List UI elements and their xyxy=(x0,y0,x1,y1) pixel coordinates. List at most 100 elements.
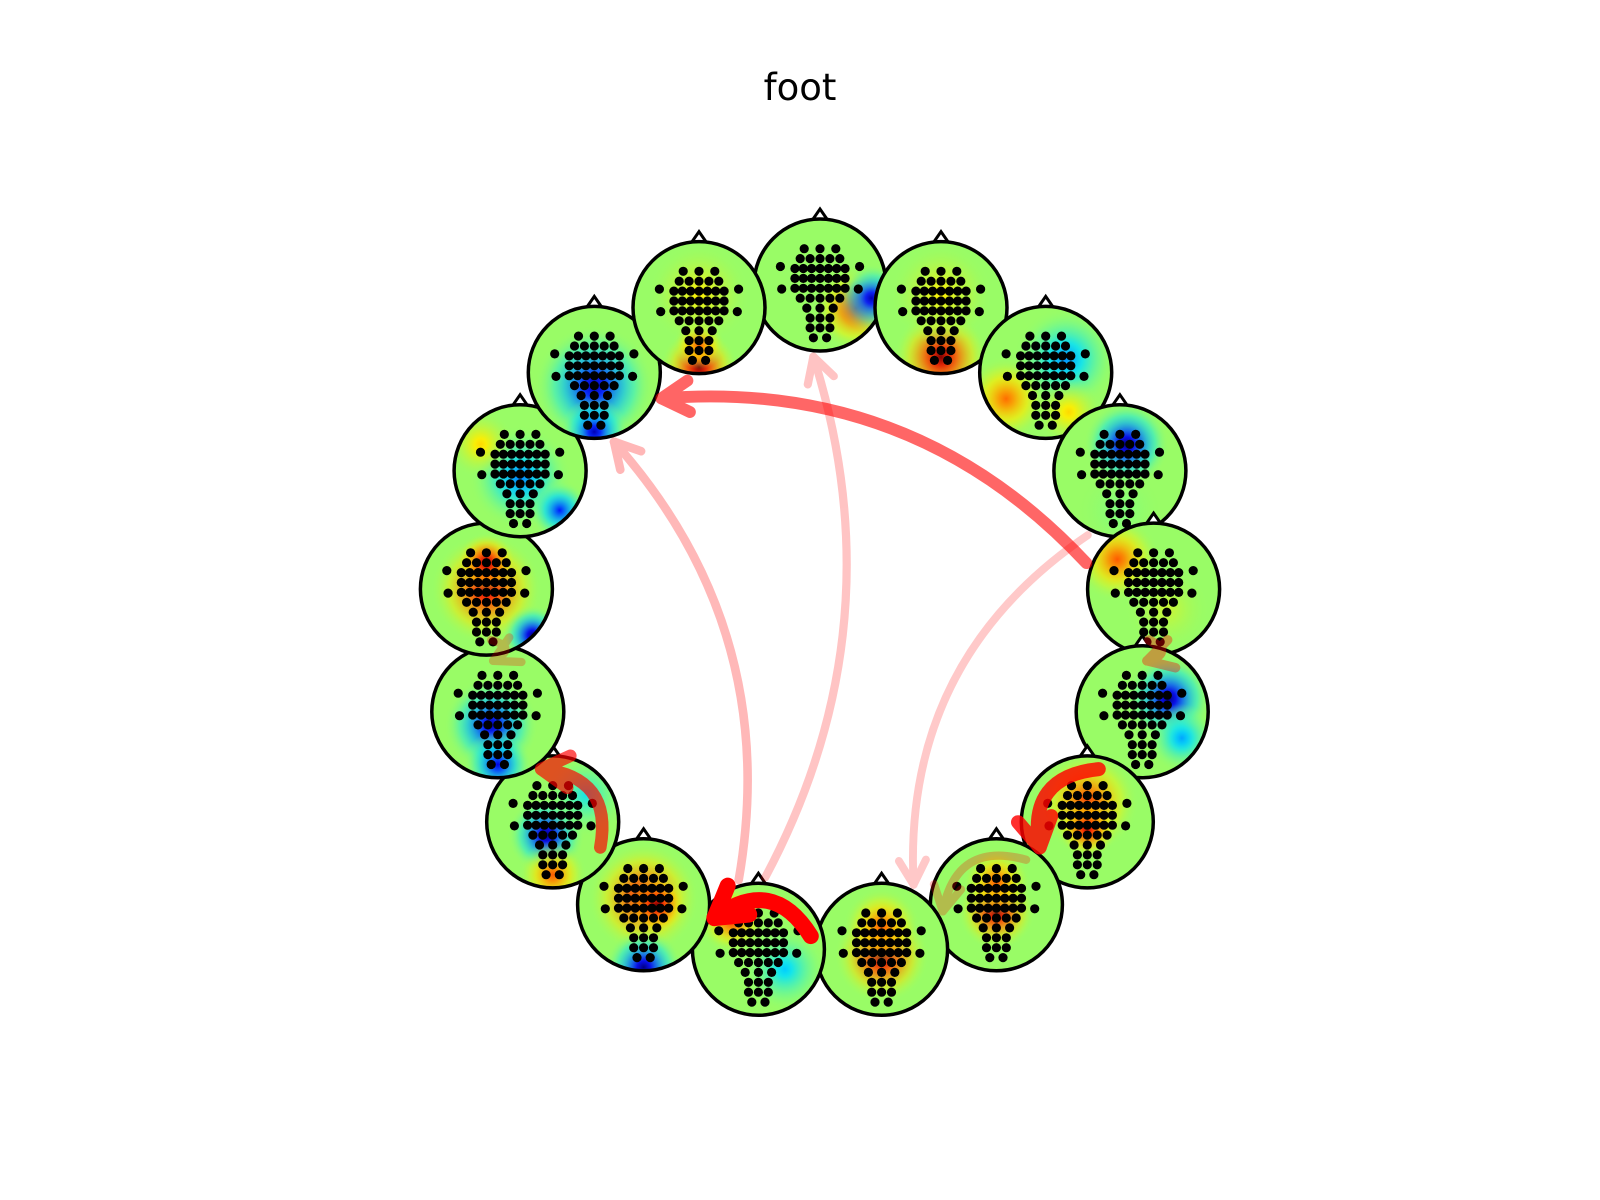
electrode-dot xyxy=(1057,351,1067,361)
electrode-dot xyxy=(493,750,503,760)
electrode-dot xyxy=(622,893,632,903)
electrode-dot xyxy=(815,254,825,264)
arrow-head xyxy=(534,749,577,795)
electrode-dot xyxy=(1125,509,1135,519)
electrode-dot xyxy=(473,680,483,690)
electrode-dot xyxy=(674,316,684,326)
electrode-dot xyxy=(498,469,508,479)
electrode-dot xyxy=(1140,469,1150,479)
electrode-dot xyxy=(798,283,808,293)
electrode-dot xyxy=(956,276,966,286)
electrode-dot xyxy=(1095,439,1105,449)
electrode-dot xyxy=(1110,588,1120,598)
electrode-dot xyxy=(1077,470,1087,480)
electrode-dot xyxy=(770,948,780,958)
electrode-dot xyxy=(807,283,817,293)
electrode-dot xyxy=(936,326,946,336)
electrode-dot xyxy=(753,967,763,977)
electrode-dot xyxy=(573,371,583,381)
electrode-dot xyxy=(902,938,912,948)
topography-blob xyxy=(741,926,825,1012)
electrode-dot xyxy=(531,820,541,830)
electrode-dot xyxy=(1153,470,1163,480)
electrode-dot xyxy=(564,371,574,381)
electrode-dot xyxy=(515,489,525,499)
electrode-dot xyxy=(456,577,466,588)
electrode-dot xyxy=(694,286,704,296)
electrode-dot xyxy=(481,607,491,617)
electrode-dot xyxy=(1072,790,1082,801)
electrode-dot xyxy=(767,967,777,977)
electrode-dot xyxy=(1139,617,1149,627)
electrode-dot xyxy=(528,790,538,801)
electrode-dot xyxy=(622,903,632,913)
electrode-dot xyxy=(518,710,528,720)
electrode-dot xyxy=(1132,459,1142,469)
electrode-dot xyxy=(466,548,476,558)
electrode-dot xyxy=(1074,800,1084,810)
electrode-dot xyxy=(1080,349,1090,359)
electrode-dot xyxy=(753,918,763,928)
electrode-dot xyxy=(1120,710,1131,720)
electrode-dot xyxy=(867,918,877,928)
electrode-dot xyxy=(1015,371,1026,381)
electrode-dot xyxy=(599,381,609,391)
electrode-dot xyxy=(1082,830,1092,840)
electrode-dot xyxy=(831,244,841,254)
electrode-dot xyxy=(773,918,783,928)
electrode-dot xyxy=(551,371,561,381)
electrode-dot xyxy=(1060,341,1071,351)
connection-arrow xyxy=(534,749,609,854)
electrode-dot xyxy=(920,266,930,276)
electrode-dot xyxy=(1155,637,1165,647)
electrode-dot xyxy=(753,948,763,958)
electrode-dot xyxy=(728,938,738,948)
electrode-dot xyxy=(885,938,895,948)
electrode-dot xyxy=(1137,730,1147,740)
electrode-dot xyxy=(1060,381,1071,391)
electrode-dot xyxy=(1066,800,1076,810)
electrode-dot xyxy=(753,957,763,968)
electrode-dot xyxy=(1162,700,1172,710)
electrode-dot xyxy=(762,928,772,938)
electrode-dot xyxy=(853,284,863,294)
electrode-dot xyxy=(952,881,962,891)
electrode-dot xyxy=(753,977,763,987)
electrode-dot xyxy=(1066,810,1076,820)
electrode-dot xyxy=(805,254,815,264)
electrode-dot xyxy=(1115,479,1125,489)
electrode-dot xyxy=(886,977,897,987)
electrode-dot xyxy=(807,263,817,274)
electrode-dot xyxy=(579,381,589,391)
electrode-dot xyxy=(1015,361,1026,371)
electrode-dot xyxy=(468,607,478,617)
electrode-dot xyxy=(762,948,772,958)
electrode-dot xyxy=(1112,700,1122,710)
electrode-dot xyxy=(484,710,494,720)
electrode-dot xyxy=(732,307,742,317)
electrode-dot xyxy=(639,893,649,903)
electrode-dot xyxy=(629,943,639,953)
electrode-dot xyxy=(1149,617,1159,627)
electrode-dot xyxy=(513,720,523,730)
electrode-dot xyxy=(613,883,624,893)
electrode-dot xyxy=(694,296,704,306)
electrode-dot xyxy=(1099,820,1109,830)
electrode-dot xyxy=(792,948,802,958)
electrode-dot xyxy=(600,904,610,914)
electrode-dot xyxy=(1066,371,1076,381)
electrode-dot xyxy=(936,316,946,326)
electrode-dot xyxy=(540,469,550,479)
electrode-dot xyxy=(946,336,956,346)
electrode-dot xyxy=(1057,371,1067,381)
scalp-map xyxy=(418,510,555,657)
electrode-dot xyxy=(473,720,483,730)
electrode-dot xyxy=(505,509,515,519)
electrode-dot xyxy=(893,938,903,948)
electrode-dot xyxy=(548,810,558,820)
electrode-dot xyxy=(1062,790,1073,801)
electrode-dot xyxy=(629,873,639,883)
electrode-dot xyxy=(484,690,494,700)
electrode-dot xyxy=(1132,577,1142,588)
electrode-dot xyxy=(1135,439,1145,449)
